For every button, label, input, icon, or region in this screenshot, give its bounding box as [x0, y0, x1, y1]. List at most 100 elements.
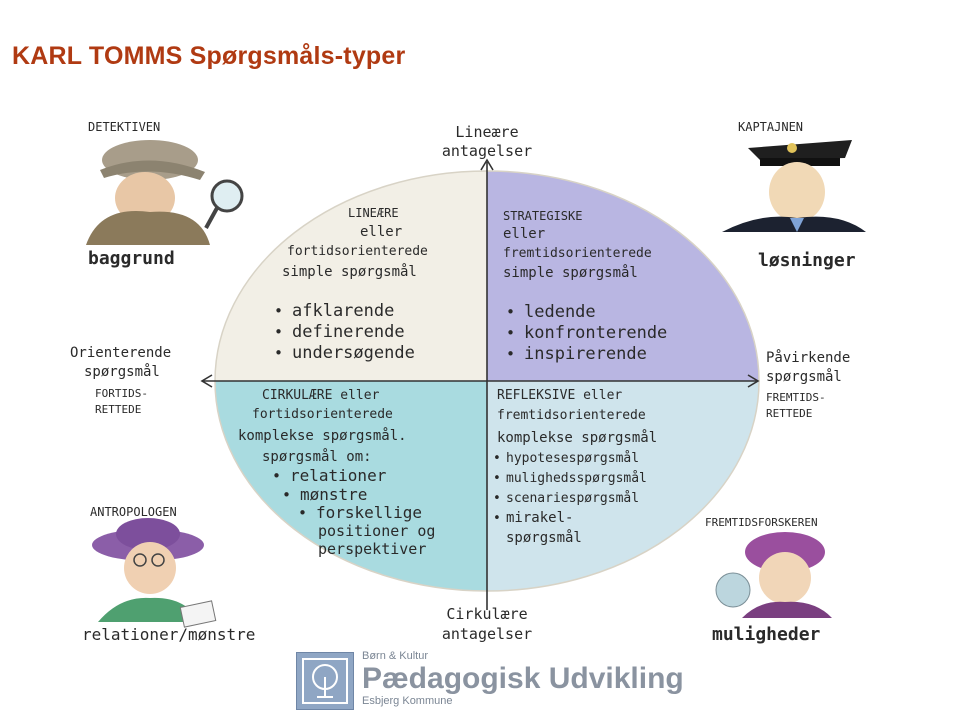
- left-arrow-icon: [200, 374, 213, 388]
- quadrant-heading-line: REFLEKSIVE eller: [497, 388, 622, 403]
- hat-brim: [100, 160, 205, 180]
- quadrant-item: mulighedsspørgsmål: [506, 471, 647, 486]
- axis-left-line1: Orienterende: [70, 345, 171, 361]
- bullet-icon: •: [274, 344, 283, 362]
- quadrant-heading-line: fortidsorienterede: [287, 244, 428, 259]
- character-caption: baggrund: [88, 248, 175, 269]
- character-name: KAPTAJNEN: [738, 120, 803, 134]
- page-title: KARL TOMMS Spørgsmåls-typer: [12, 42, 406, 70]
- character-name: ANTROPOLOGEN: [90, 505, 177, 519]
- up-arrow-icon: [480, 158, 494, 171]
- quadrant-heading-line: eller: [503, 226, 545, 242]
- quadrant-bottom-right: REFLEKSIVE eller fremtidsorienterede kom…: [493, 388, 657, 546]
- detective-coat: [86, 210, 210, 245]
- quadrant-item: ledende: [524, 302, 596, 322]
- bullet-icon: •: [272, 467, 281, 485]
- detective-face: [115, 172, 175, 224]
- axis-top-line1: Lineære: [455, 123, 518, 141]
- axis-label-top: Lineære antagelser: [442, 123, 532, 160]
- character-name: FREMTIDSFORSKEREN: [705, 516, 818, 529]
- anthropologist-shirt: [98, 597, 200, 622]
- axis-label-left: Orienterende spørgsmål FORTIDS- RETTEDE: [70, 345, 171, 416]
- character-name: DETEKTIVEN: [88, 120, 160, 134]
- quadrant-heading-line: LINEÆRE: [348, 206, 399, 220]
- axis-left-line2: spørgsmål: [84, 363, 160, 380]
- futurist-robe: [742, 601, 832, 618]
- quadrant-heading-line: simple spørgsmål: [282, 263, 417, 280]
- quadrant-top-left: LINEÆRE eller fortidsorienterede simple …: [274, 206, 428, 363]
- quadrant-fills: [215, 171, 759, 591]
- quadrant-item: positioner og: [318, 522, 435, 540]
- futurist-illustration: FREMTIDSFORSKEREN muligheder: [705, 516, 832, 645]
- bullet-icon: •: [506, 303, 515, 321]
- axis-bottom-line1: Cirkulære: [446, 605, 527, 623]
- quadrant-item: mirakel-: [506, 510, 573, 526]
- futurist-face: [759, 552, 811, 604]
- bullet-icon: •: [282, 486, 291, 504]
- captain-hat-icon: [748, 140, 852, 160]
- axis-left-line3: FORTIDS-: [95, 387, 148, 400]
- captain-face: [769, 162, 825, 222]
- glasses-lens: [151, 553, 165, 567]
- crystal-ball-icon: [715, 572, 751, 608]
- logo-line1: Børn & Kultur: [362, 650, 429, 662]
- axis-label-right: Påvirkende spørgsmål FREMTIDS- RETTEDE: [766, 349, 850, 420]
- axis-right-line1: Påvirkende: [766, 349, 850, 366]
- captain-illustration: KAPTAJNEN løsninger: [722, 120, 866, 271]
- quadrant-heading-line: CIRKULÆRE eller: [262, 388, 380, 403]
- bullet-icon: •: [493, 471, 501, 486]
- magnifier-handle: [204, 207, 219, 229]
- axis-right-line4: RETTEDE: [766, 407, 812, 420]
- right-arrow-icon: [747, 374, 760, 388]
- bullet-icon: •: [506, 345, 515, 363]
- character-caption: relationer/mønstre: [82, 625, 255, 644]
- hat-badge-icon: [787, 143, 797, 153]
- captain-tie: [790, 218, 804, 232]
- notepad-icon: [179, 600, 217, 628]
- axis-right-line2: spørgsmål: [766, 368, 842, 385]
- quadrant-item: afklarende: [292, 301, 394, 321]
- quadrant-bottom-left: CIRKULÆRE eller fortidsorienterede kompl…: [238, 388, 435, 558]
- axis-label-bottom: Cirkulære antagelser: [442, 605, 532, 643]
- quadrant-heading-line: fremtidsorienterede: [497, 408, 646, 423]
- character-caption: løsninger: [758, 250, 856, 271]
- bullet-icon: •: [274, 323, 283, 341]
- municipality-logo: [296, 652, 354, 710]
- quadrant-item: forskellige: [316, 503, 422, 522]
- quadrant-item: hypotesespørgsmål: [506, 451, 639, 466]
- bullet-icon: •: [493, 451, 501, 466]
- anthropologist-illustration: ANTROPOLOGEN relationer/mønstre: [82, 505, 255, 644]
- logo-text: Børn & Kultur Pædagogisk Udvikling Esbje…: [362, 650, 684, 708]
- quadrant-item: konfronterende: [524, 323, 667, 343]
- logo-line3: Esbjerg Kommune: [362, 695, 453, 707]
- glasses-icon: [133, 553, 147, 567]
- axis-left-line4: RETTEDE: [95, 403, 141, 416]
- quadrant-item: inspirerende: [524, 344, 647, 364]
- quadrant-heading-line: komplekse spørgsmål: [497, 429, 657, 446]
- magnifying-glass-icon: [210, 179, 244, 213]
- quadrant-item: perspektiver: [318, 540, 426, 558]
- quadrant-top-right: STRATEGISKE eller fremtidsorienterede si…: [503, 209, 667, 364]
- quadrant-item: relationer: [290, 466, 387, 485]
- tree-icon: [302, 658, 348, 704]
- bullet-icon: •: [506, 324, 515, 342]
- hat-crown: [116, 518, 180, 550]
- axis-right-line3: FREMTIDS-: [766, 391, 826, 404]
- axis-top-line2: antagelser: [442, 142, 532, 160]
- quadrant-heading-line: komplekse spørgsmål.: [238, 427, 407, 444]
- bullet-icon: •: [298, 504, 307, 522]
- bullet-icon: •: [274, 302, 283, 320]
- quadrant-heading-line: simple spørgsmål: [503, 264, 638, 281]
- quadrant-heading-line: eller: [360, 224, 402, 240]
- character-caption: muligheder: [712, 624, 821, 645]
- hat-visor: [760, 158, 840, 166]
- quadrant-heading-line: fremtidsorienterede: [503, 246, 652, 261]
- logo-line2: Pædagogisk Udvikling: [362, 662, 684, 695]
- quadrant-item: spørgsmål: [506, 529, 582, 546]
- quadrant-heading-line: spørgsmål om:: [262, 448, 372, 465]
- bullet-icon: •: [493, 511, 501, 526]
- anthropologist-face: [124, 542, 176, 594]
- quadrant-heading-line: STRATEGISKE: [503, 209, 582, 223]
- quadrant-item: definerende: [292, 322, 405, 342]
